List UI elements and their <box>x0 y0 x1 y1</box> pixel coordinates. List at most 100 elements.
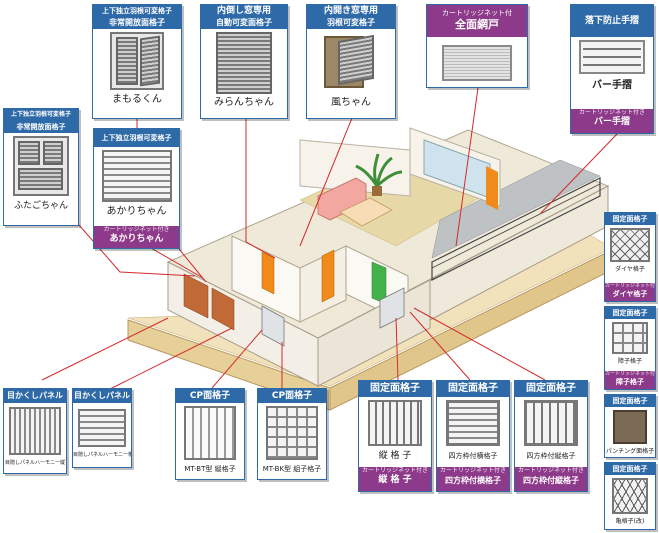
sofa <box>317 177 367 221</box>
balcony-floor <box>431 159 601 259</box>
callout-akarichan-header: 上下独立羽根可変格子 <box>94 129 179 147</box>
product-fixed-vertical-net-label: カートリッジネット付き <box>361 467 428 474</box>
back-wall-right <box>409 127 501 207</box>
callout-miranchan-header-2: 自動可変面格子 <box>201 17 287 29</box>
callout-akarichan-net: カートリッジネット付き あかりちゃん <box>94 226 179 248</box>
house-floor <box>166 129 610 339</box>
fixed-grille-shoji: 固定面格子 障子格子 カートリッジネット付き 障子格子 <box>604 306 656 390</box>
callout-kazechan: 内開き窓専用 羽根可変格子 風ちゃん <box>306 4 396 119</box>
callout-miranchan-name: みらんちゃん <box>214 97 274 108</box>
miranchan-photo <box>216 32 272 94</box>
front-wall-left <box>167 261 319 387</box>
balcony-railing-bar <box>431 183 601 269</box>
callout-akarichan-net-label: カートリッジネット付き <box>103 226 170 233</box>
leader-handrail <box>539 133 618 215</box>
product-fixed-vertical-net: カートリッジネット付き 縦 格 子 <box>359 467 431 491</box>
callout-screen-top-label: カートリッジネット付 <box>442 9 512 17</box>
callout-screen-title: 全面網戸 <box>455 18 499 31</box>
callout-handrail: 落下防止手摺 バー手摺 カートリッジネット付き バー手摺 <box>570 4 654 134</box>
fixed-grille-punching-name: パンチング面格子 <box>605 448 655 455</box>
callout-kazechan-header-2: 羽根可変格子 <box>307 17 395 29</box>
product-cp-mt-bt-name: MT-BT型 縦格子 <box>184 465 236 473</box>
product-panel-vertical-name: 目隠しパネルハーモニー縦 <box>4 460 65 466</box>
product-fixed-4frame-horizontal-header: 固定面格子 <box>437 381 509 397</box>
interior-door-2 <box>321 249 335 303</box>
fixed-grille-shoji-name: 障子格子 <box>617 358 642 365</box>
product-cp-mt-bk: CP面格子 MT-BK型 組子格子 <box>257 388 327 480</box>
plant-pot <box>372 186 382 196</box>
callout-handrail-header: 落下防止手摺 <box>571 5 653 37</box>
fixed-grille-diamond-net: カートリッジネット付き ダイヤ格子 <box>605 283 655 301</box>
panel-horizontal-photo <box>78 409 126 447</box>
fixed-grille-diamond-net-name: ダイヤ格子 <box>612 290 648 298</box>
product-fixed-4frame-vertical-net: カートリッジネット付き 四方枠付縦格子 <box>515 467 587 491</box>
product-fixed-4frame-vertical-net-label: カートリッジネット付き <box>517 467 584 474</box>
product-fixed-4frame-vertical-name: 四方枠付縦格子 <box>526 452 576 460</box>
punching-grille-photo <box>613 410 647 444</box>
callout-futagochan-header-2: 非常開放面格子 <box>4 121 78 133</box>
garden-wall-top <box>127 205 613 387</box>
product-panel-horizontal-name: 目隠しパネルハーモニー横 <box>73 452 131 458</box>
marumorukun-photo <box>110 32 164 90</box>
product-cp-mt-bk-name: MT-BK型 組子格子 <box>262 465 322 473</box>
callout-marumorukun-header-1: 上下独立羽根可変格子 <box>93 5 181 17</box>
kazechan-photo <box>322 32 380 94</box>
leader-miranchan <box>245 118 276 259</box>
callout-marumorukun-header-2: 非常開放面格子 <box>93 17 181 29</box>
leader-cp-bt <box>211 329 263 389</box>
fixed-4frame-horizontal-photo <box>446 400 500 446</box>
fixed-grille-shoji-net-label: カートリッジネット付き <box>605 371 655 377</box>
interior-door-1 <box>261 251 275 295</box>
product-fixed-4frame-horizontal: 固定面格子 四方枠付横格子 カートリッジネット付き 四方枠付横格子 <box>436 380 510 492</box>
callout-handrail-name: バー手摺 <box>592 80 632 91</box>
orange-curtain <box>486 166 498 210</box>
callout-futagochan: 上下独立羽根可変格子 非常開放面格子 ふたごちゃん <box>3 108 79 226</box>
back-wall-window <box>423 139 491 199</box>
product-fixed-4frame-horizontal-net-name: 四方枠付横格子 <box>445 476 501 485</box>
callout-futagochan-name: ふたごちゃん <box>13 201 68 211</box>
shoji-grille-photo <box>612 322 648 354</box>
front-grille-window-1 <box>261 305 285 347</box>
callout-futagochan-header-1: 上下独立羽根可変格子 <box>4 109 78 121</box>
akarichan-photo <box>101 150 172 202</box>
cp-mt-bk-photo <box>266 406 318 460</box>
front-grille-window-2 <box>379 287 405 329</box>
callout-akarichan: 上下独立羽根可変格子 あかりちゃん カートリッジネット付き あかりちゃん <box>93 128 180 249</box>
callout-miranchan-header-1: 内倒し窓専用 <box>201 5 287 17</box>
fixed-grille-kikko-header: 固定面格子 <box>605 463 655 475</box>
product-fixed-4frame-vertical: 固定面格子 四方枠付縦格子 カートリッジネット付き 四方枠付縦格子 <box>514 380 588 492</box>
fixed-grille-shoji-net-name: 障子格子 <box>616 378 644 386</box>
screen-photo <box>442 45 512 81</box>
product-fixed-vertical-name: 縦 格 子 <box>378 451 412 461</box>
product-panel-horizontal-header: 目かくしパネル <box>73 389 131 403</box>
fixed-grille-kikko: 固定面格子 亀格子(改) <box>604 462 656 530</box>
callout-kazechan-header-1: 内開き窓専用 <box>307 5 395 17</box>
product-fixed-4frame-vertical-header: 固定面格子 <box>515 381 587 397</box>
product-fixed-vertical-net-name: 縦 格 子 <box>378 475 412 485</box>
callout-handrail-net-label: カートリッジネット付き <box>578 109 645 116</box>
fixed-grille-diamond-net-label: カートリッジネット付き <box>605 283 655 289</box>
panel-vertical-photo <box>9 407 61 455</box>
callout-screen: カートリッジネット付 全面網戸 <box>426 4 528 88</box>
callout-marumorukun-name: まもるくん <box>112 94 162 105</box>
product-fixed-4frame-horizontal-net-label: カートリッジネット付き <box>439 467 506 474</box>
fixed-grille-diamond: 固定面格子 ダイヤ格子 カートリッジネット付き ダイヤ格子 <box>604 212 656 302</box>
partition-wall-c <box>345 245 409 325</box>
product-panel-vertical-header: 目かくしパネル <box>4 389 66 403</box>
cp-mt-bt-photo <box>184 406 236 460</box>
product-cp-mt-bt-header: CP面格子 <box>176 389 244 403</box>
callout-akarichan-net-name: あかりちゃん <box>109 234 164 244</box>
fixed-grille-shoji-net: カートリッジネット付き 障子格子 <box>605 371 655 389</box>
callout-miranchan: 内倒し窓専用 自動可変面格子 みらんちゃん <box>200 4 288 119</box>
product-cp-mt-bt: CP面格子 MT-BT型 縦格子 <box>175 388 245 480</box>
right-exterior-wall <box>429 185 609 321</box>
fixed-grille-shoji-header: 固定面格子 <box>605 307 655 319</box>
front-shutter-window-2 <box>211 287 235 331</box>
partition-wall-a <box>231 235 301 323</box>
callout-handrail-net: カートリッジネット付き バー手摺 <box>571 109 653 133</box>
back-wall-left <box>299 139 411 197</box>
callout-screen-header: カートリッジネット付 全面網戸 <box>427 5 527 37</box>
leader-panel-wide <box>41 317 169 381</box>
callout-kazechan-name: 風ちゃん <box>331 97 371 108</box>
